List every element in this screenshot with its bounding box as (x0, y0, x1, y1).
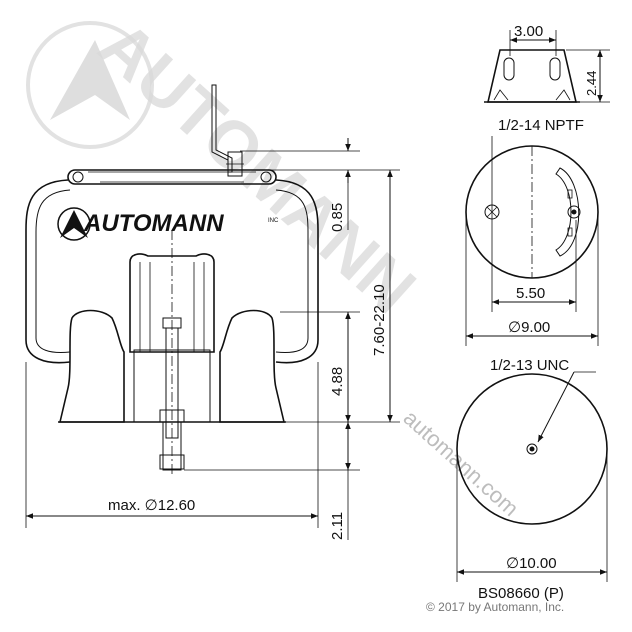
bottom-piston-view (456, 371, 608, 582)
copyright: © 2017 by Automann, Inc. (426, 600, 564, 614)
watermark-logo (26, 21, 154, 149)
bracket-view (484, 30, 610, 103)
dim-stud-length: 2.11 (329, 512, 346, 540)
dim-offset-top: 5.50 (516, 285, 545, 302)
dim-thread-bottom: 1/2-13 UNC (490, 357, 569, 374)
logo-text: AUTOMANN (83, 210, 224, 237)
dim-piston-height: 4.88 (329, 367, 346, 396)
logo-suffix: INC (268, 218, 279, 224)
dim-height-range: 7.60-22.10 (371, 284, 388, 356)
automann-logo: AUTOMANN INC (57, 207, 279, 241)
side-view-dimensions (25, 138, 400, 540)
part-number: BS08660 (P) (478, 585, 564, 602)
dim-dia-top: ∅9.00 (508, 319, 550, 336)
dim-bracket-width: 3.00 (514, 23, 543, 40)
dim-thread-top: 1/2-14 NPTF (498, 117, 584, 134)
dim-max-diameter: max. ∅12.60 (108, 497, 195, 514)
dim-dia-bottom: ∅10.00 (506, 555, 557, 572)
top-plate-view (465, 136, 599, 346)
watermark-brand: AUTOMANN (85, 7, 430, 328)
dim-bracket-height: 2.44 (584, 71, 599, 96)
air-spring-side-view (25, 84, 319, 475)
dim-stud-offset: 0.85 (329, 203, 346, 232)
